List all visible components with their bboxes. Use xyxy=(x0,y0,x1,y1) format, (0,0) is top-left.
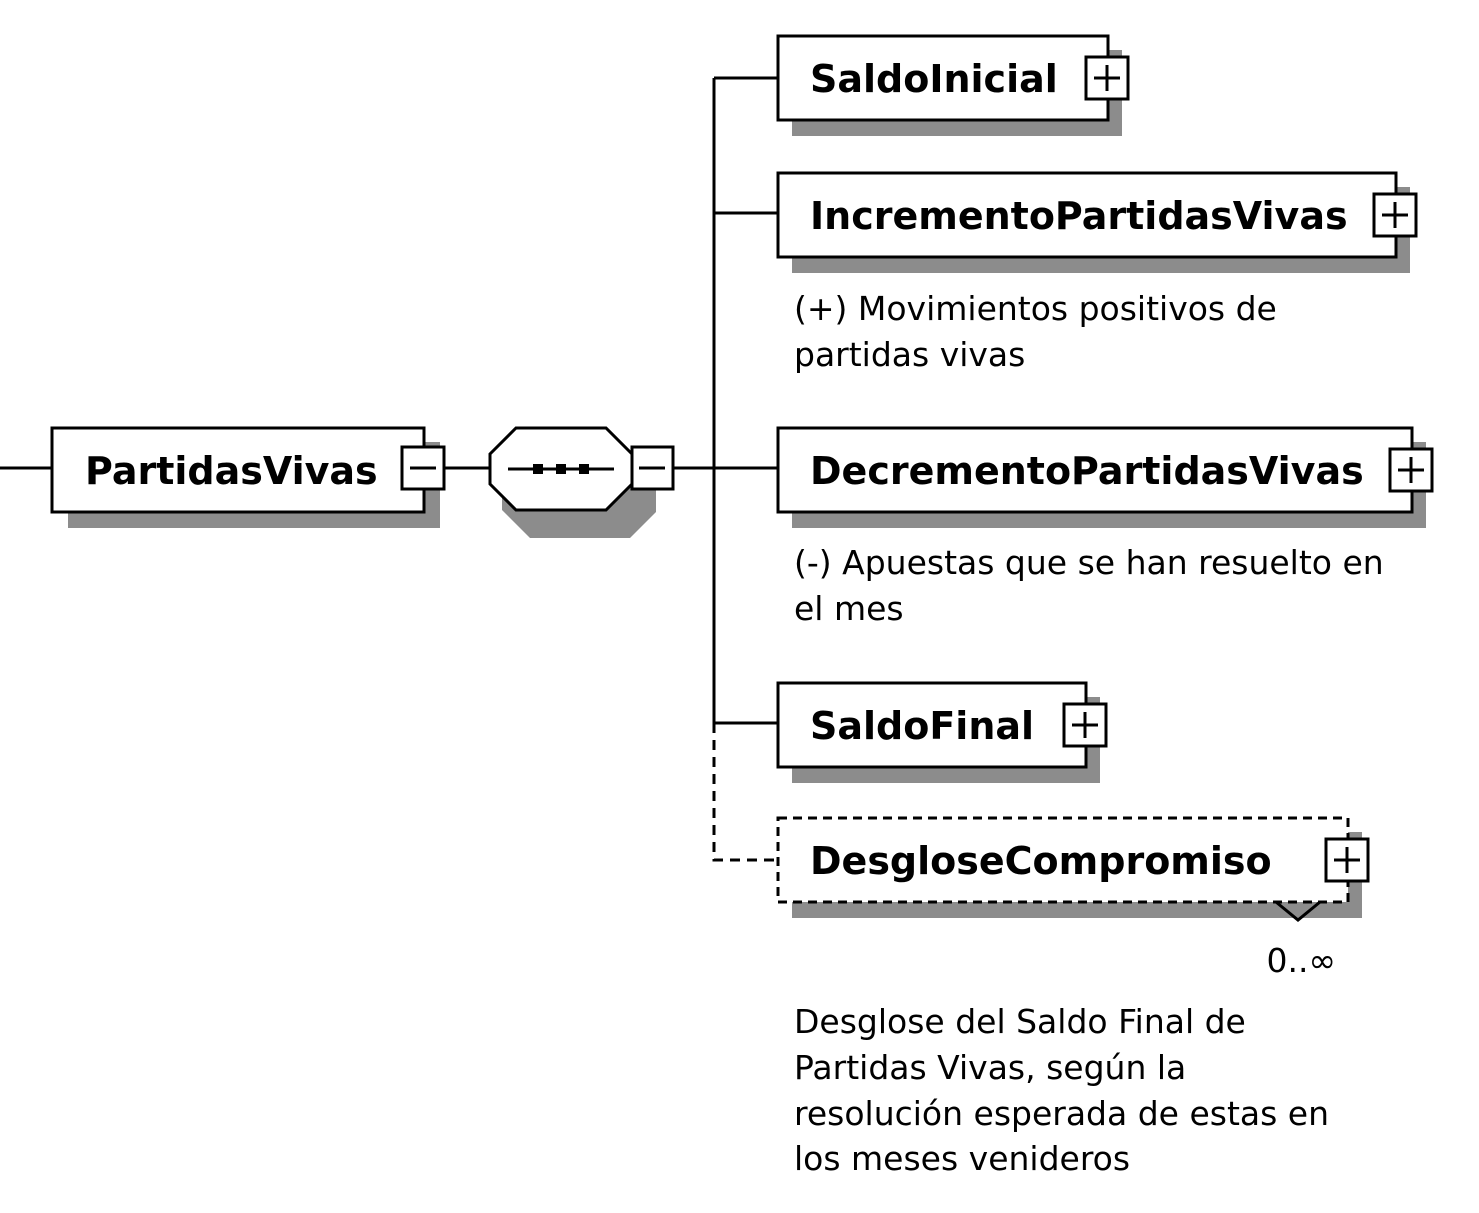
element-box xyxy=(776,171,1398,259)
expand-plus-icon[interactable] xyxy=(1388,447,1434,493)
element-saldo-final[interactable]: SaldoFinal xyxy=(776,681,1108,783)
element-decremento-partidas-vivas[interactable]: DecrementoPartidasVivas (-) Apuestas que … xyxy=(776,426,1434,628)
expand-plus-icon[interactable] xyxy=(1372,192,1418,238)
collapse-minus-icon[interactable] xyxy=(630,445,675,491)
sequence-icon xyxy=(508,464,614,474)
documentation-line: (-) Apuestas que se han resuelto en xyxy=(794,543,1384,582)
element-label: SaldoFinal xyxy=(810,704,1034,748)
element-box xyxy=(776,34,1110,122)
element-label: SaldoInicial xyxy=(810,57,1058,101)
documentation-line: (+) Movimientos positivos de xyxy=(794,289,1277,328)
connectors xyxy=(0,76,778,862)
sequence-compositor[interactable] xyxy=(488,426,675,538)
expand-plus-icon[interactable] xyxy=(1062,702,1108,748)
element-label: DecrementoPartidasVivas xyxy=(810,449,1364,493)
branch-desglose-optional xyxy=(712,723,778,862)
element-desglose-compromiso[interactable]: DesgloseCompromiso 0..∞ Desglose del Saldo… xyxy=(776,816,1370,1178)
documentation-line: el mes xyxy=(794,589,904,628)
element-saldo-inicial[interactable]: SaldoInicial xyxy=(776,34,1130,136)
element-box xyxy=(776,816,1350,904)
element-box xyxy=(776,426,1414,514)
element-box xyxy=(50,426,426,514)
expand-plus-icon[interactable] xyxy=(1084,55,1130,101)
expand-plus-icon[interactable] xyxy=(1324,837,1370,883)
documentation-line: Partidas Vivas, según la xyxy=(794,1048,1186,1087)
collapse-minus-icon[interactable] xyxy=(400,445,446,491)
element-label: PartidasVivas xyxy=(85,449,378,493)
element-incremento-partidas-vivas[interactable]: IncrementoPartidasVivas (+) Movimientos p… xyxy=(776,171,1418,374)
element-label: DesgloseCompromiso xyxy=(810,839,1272,883)
occurrence-label: 0..∞ xyxy=(1267,941,1336,980)
documentation-line: resolución esperada de estas en xyxy=(794,1094,1329,1133)
element-partidas-vivas[interactable]: PartidasVivas xyxy=(50,426,446,528)
element-box xyxy=(776,681,1088,769)
element-label: IncrementoPartidasVivas xyxy=(810,194,1348,238)
documentation-line: Desglose del Saldo Final de xyxy=(794,1002,1246,1041)
documentation-line: los meses venideros xyxy=(794,1139,1130,1178)
documentation-line: partidas vivas xyxy=(794,335,1025,374)
occurrence-marker: 0..∞ xyxy=(1267,900,1336,980)
